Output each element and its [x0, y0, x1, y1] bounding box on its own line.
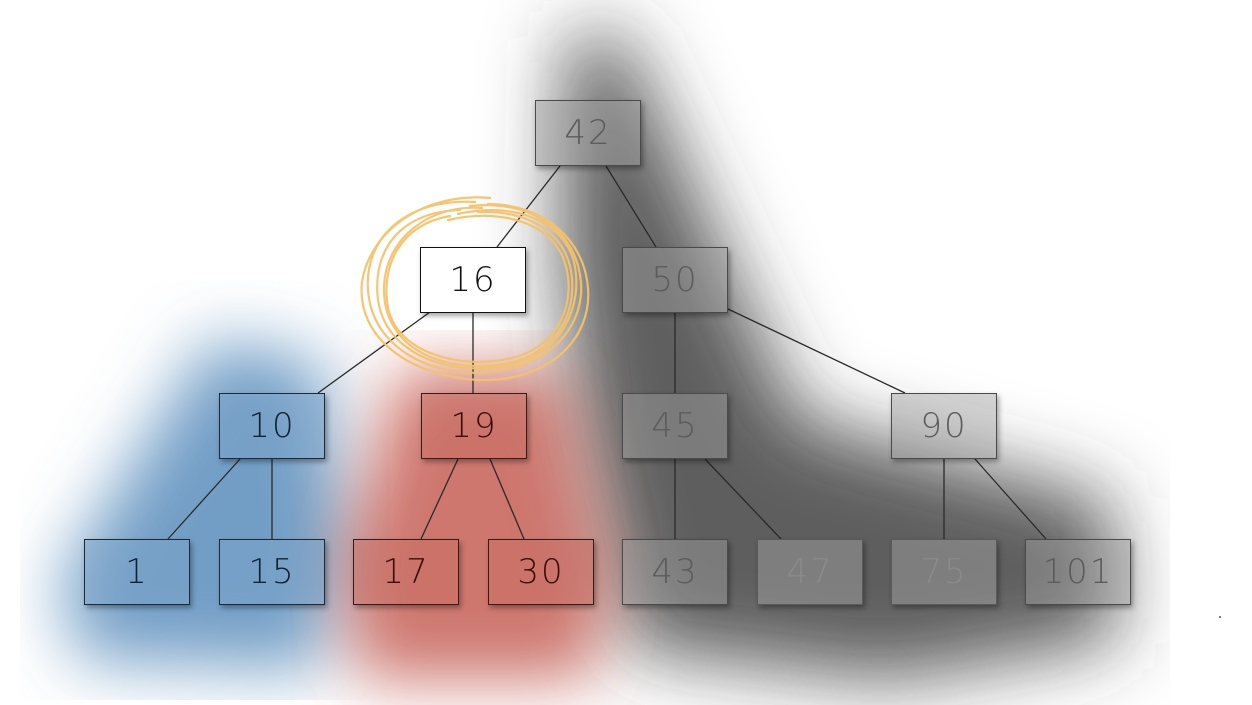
edge-90-101	[974, 458, 1047, 540]
edge-42-16	[496, 165, 561, 248]
node-47: 47	[757, 539, 863, 605]
node-30: 30	[488, 539, 594, 605]
highlight-scribble-icon	[360, 196, 590, 382]
node-42: 42	[535, 100, 641, 166]
node-43: 43	[622, 539, 728, 605]
node-45: 45	[622, 393, 728, 459]
edge-19-30	[489, 458, 525, 540]
node-1: 1	[84, 539, 190, 605]
node-75: 75	[891, 539, 997, 605]
node-90: 90	[891, 393, 997, 459]
stray-mark	[1219, 616, 1221, 618]
edge-10-1	[167, 458, 241, 540]
edge-42-50	[605, 165, 657, 248]
node-16-focused: 16	[420, 247, 526, 313]
edge-45-47	[704, 458, 782, 540]
node-15: 15	[219, 539, 325, 605]
edge-16-10	[317, 311, 431, 394]
node-101: 101	[1025, 539, 1131, 605]
node-17: 17	[353, 539, 459, 605]
edge-19-17	[420, 458, 459, 540]
node-19: 19	[421, 393, 527, 459]
node-50: 50	[622, 247, 728, 313]
node-10: 10	[219, 393, 325, 459]
edge-50-90	[727, 308, 906, 394]
